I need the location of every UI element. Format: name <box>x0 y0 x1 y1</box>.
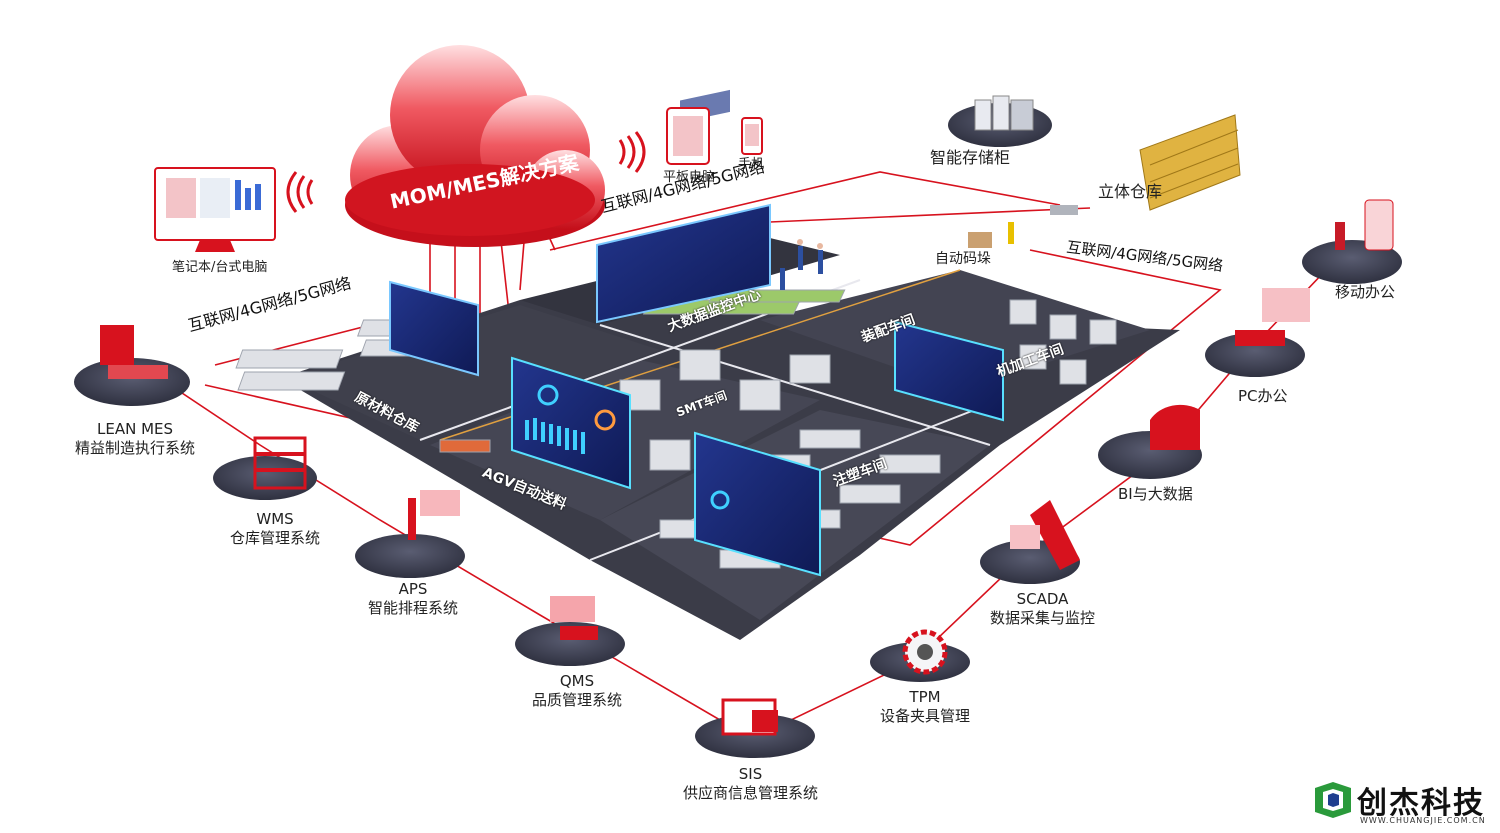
system-abbr: QMS <box>559 672 595 690</box>
system-wms: WMS 仓库管理系统 <box>230 510 320 548</box>
system-name: 精益制造执行系统 <box>75 439 196 457</box>
system-abbr: 移动办公 <box>1335 283 1396 301</box>
right-system-pods <box>870 199 1402 682</box>
system-pc-office: PC办公 <box>1238 387 1288 406</box>
system-abbr: PC办公 <box>1238 387 1288 405</box>
system-aps: APS 智能排程系统 <box>368 580 458 618</box>
phone-label: 手机 <box>738 157 765 172</box>
system-lean-mes: LEAN MES 精益制造执行系统 <box>75 420 195 458</box>
warehouse-illustration <box>1139 114 1241 211</box>
system-bi: BI与大数据 <box>1118 485 1193 504</box>
left-system-pods <box>74 325 815 758</box>
wifi-icon <box>286 131 646 213</box>
system-name: 智能排程系统 <box>368 599 459 617</box>
system-tpm: TPM 设备夹具管理 <box>880 688 970 726</box>
warehouse-label: 立体仓库 <box>1098 182 1163 201</box>
tablet-label: 平板电脑 <box>663 170 716 185</box>
system-abbr: SCADA <box>1016 590 1069 608</box>
system-scada: SCADA 数据采集与监控 <box>990 590 1095 628</box>
system-qms: QMS 品质管理系统 <box>532 672 622 710</box>
system-name: 供应商信息管理系统 <box>683 784 819 802</box>
tablet-icon <box>666 107 710 165</box>
desktop-icon <box>154 167 276 252</box>
brand-mark-spacer <box>1315 782 1351 818</box>
system-name: 数据采集与监控 <box>990 609 1096 627</box>
system-mobile-office: 移动办公 <box>1335 283 1395 302</box>
system-abbr: TPM <box>909 688 941 706</box>
phone-icon <box>741 117 763 155</box>
palletizing-label: 自动码垛 <box>935 251 991 267</box>
system-name: 仓库管理系统 <box>230 529 321 547</box>
system-sis: SIS 供应商信息管理系统 <box>683 765 818 803</box>
cloud-illustration <box>345 45 605 247</box>
palletizing-illustration <box>968 205 1078 248</box>
system-abbr: APS <box>398 580 428 598</box>
desktop-label: 笔记本/台式电脑 <box>172 260 268 275</box>
system-abbr: WMS <box>256 510 294 528</box>
system-abbr: BI与大数据 <box>1118 485 1193 503</box>
brand: 创杰科技 <box>1315 778 1485 822</box>
brand-logo-icon <box>1315 782 1351 818</box>
storage-cabinet-illustration <box>948 95 1052 147</box>
storage-cabinet-label: 智能存储柜 <box>930 148 1011 167</box>
system-abbr: LEAN MES <box>96 420 174 438</box>
brand-name: 创杰科技 <box>1357 786 1485 821</box>
system-name: 设备夹具管理 <box>880 707 971 725</box>
system-abbr: SIS <box>738 765 763 783</box>
staff-figures <box>780 239 823 290</box>
system-name: 品质管理系统 <box>532 691 623 709</box>
brand-url: WWW.CHUANGJIE.COM.CN <box>1360 816 1486 825</box>
dashboard-screens <box>389 89 1004 577</box>
